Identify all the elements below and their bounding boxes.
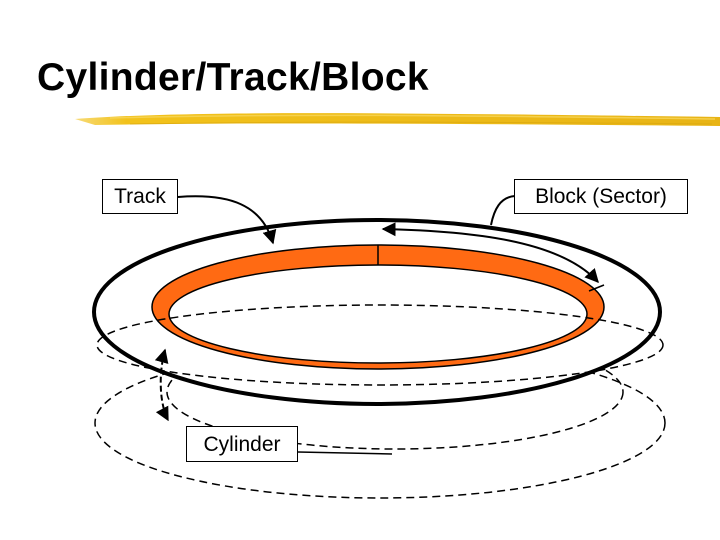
cylinder-label-connector [297,451,393,455]
cylinder-height-arrow [154,348,169,422]
track-pointer-arrow [177,195,277,245]
block-sector-label: Block (Sector) [514,179,688,214]
block-label-connector [490,195,516,226]
lower-platter-outline [94,347,666,499]
sector-arc-arrow [381,222,599,284]
track-label: Track [102,179,178,214]
track-ring [151,244,605,370]
cylinder-surface [96,304,664,386]
title-underline-stroke [75,113,720,126]
cylinder-label: Cylinder [186,426,298,462]
slide-title: Cylinder/Track/Block [37,56,429,99]
sector-boundary-right [588,284,605,292]
